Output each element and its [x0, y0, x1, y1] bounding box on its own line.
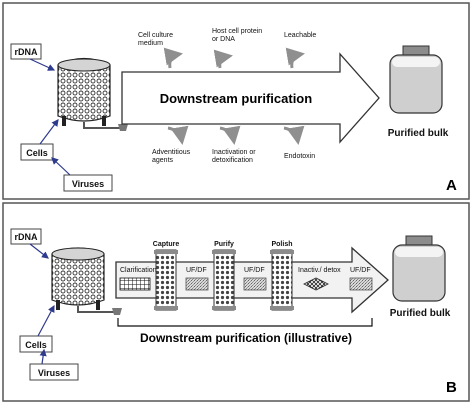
bioreactor-b: [51, 247, 122, 315]
chromatography-column-polish: [270, 249, 294, 311]
impurity-culture-medium-2: medium: [138, 40, 163, 47]
ufdf-membrane-icon: [243, 277, 267, 291]
process-bracket: [117, 318, 373, 327]
svg-text:Viruses: Viruses: [38, 368, 70, 378]
chromatography-column-purify: [212, 249, 236, 311]
svg-text:Cells: Cells: [26, 148, 48, 158]
ufdf-membrane-icon: [185, 277, 209, 291]
impurity-inactivation-2: detoxification: [212, 157, 253, 164]
purified-bulk-container-a: [389, 45, 443, 114]
removal-arrow-icon: [283, 125, 305, 145]
svg-text:rDNA: rDNA: [14, 232, 38, 242]
rdna-label-a: rDNA: [10, 43, 42, 60]
rdna-arrow-b: [29, 243, 49, 259]
panel-a: rDNA Cells Viruses Downstream purificati…: [2, 2, 470, 200]
step-ufdf-3: UF/DF: [350, 267, 371, 274]
rdna-arrow-a: [29, 58, 56, 71]
rdna-label-b: rDNA: [10, 228, 42, 245]
impurity-host-cell-1: Host cell protein: [212, 28, 262, 35]
impurity-inactivation-1: Inactivation or: [212, 149, 256, 156]
step-ufdf-2: UF/DF: [244, 267, 265, 274]
purified-bulk-label-a: Purified bulk: [388, 128, 449, 139]
cells-arrow-b: [37, 304, 55, 337]
downstream-title-a: Downstream purification: [160, 91, 312, 106]
removal-arrow-icon: [285, 47, 305, 69]
cells-label-a: Cells: [20, 143, 54, 161]
inactivation-mesh-icon: [303, 277, 329, 291]
removal-arrow-icon: [219, 125, 241, 145]
column-label-polish: Polish: [271, 241, 292, 248]
clarification-filter-icon: [119, 277, 151, 291]
column-label-capture: Capture: [153, 241, 180, 248]
svg-text:Cells: Cells: [25, 340, 47, 350]
removal-arrow-icon: [213, 49, 233, 69]
step-inactiv-detox: Inactiv./ detox: [298, 267, 341, 274]
purified-bulk-label-b: Purified bulk: [390, 308, 451, 319]
cells-label-b: Cells: [19, 335, 53, 353]
removal-arrow-icon: [163, 47, 183, 69]
bioreactor-a: [57, 57, 128, 131]
chromatography-column-capture: [154, 249, 178, 311]
impurity-endotoxin: Endotoxin: [284, 153, 315, 160]
column-label-purify: Purify: [214, 241, 234, 248]
ufdf-membrane-icon: [349, 277, 373, 291]
removal-arrow-icon: [167, 125, 189, 145]
step-ufdf-1: UF/DF: [186, 267, 207, 274]
panel-letter-b: B: [446, 379, 457, 396]
impurity-adventitious-1: Adventitious: [152, 149, 191, 156]
process-arrow-a: [121, 52, 380, 144]
impurity-adventitious-2: agents: [152, 157, 174, 164]
panel-b: rDNA Cells Viruses Capture Purify Polish: [2, 202, 470, 402]
impurity-host-cell-2: or DNA: [212, 36, 235, 43]
svg-text:Viruses: Viruses: [72, 179, 104, 189]
viruses-label-a: Viruses: [63, 174, 113, 192]
viruses-arrow-a: [51, 157, 71, 176]
panel-letter-a: A: [446, 177, 457, 194]
purified-bulk-container-b: [392, 235, 446, 302]
svg-text:rDNA: rDNA: [14, 47, 38, 57]
viruses-arrow-b: [39, 348, 47, 365]
cells-arrow-a: [39, 119, 59, 145]
impurity-culture-medium-1: Cell culture: [138, 32, 173, 39]
step-clarification: Clarification: [120, 267, 157, 274]
downstream-title-b: Downstream purification (illustrative): [140, 331, 352, 345]
viruses-label-b: Viruses: [29, 363, 79, 381]
impurity-leachable: Leachable: [284, 32, 316, 39]
